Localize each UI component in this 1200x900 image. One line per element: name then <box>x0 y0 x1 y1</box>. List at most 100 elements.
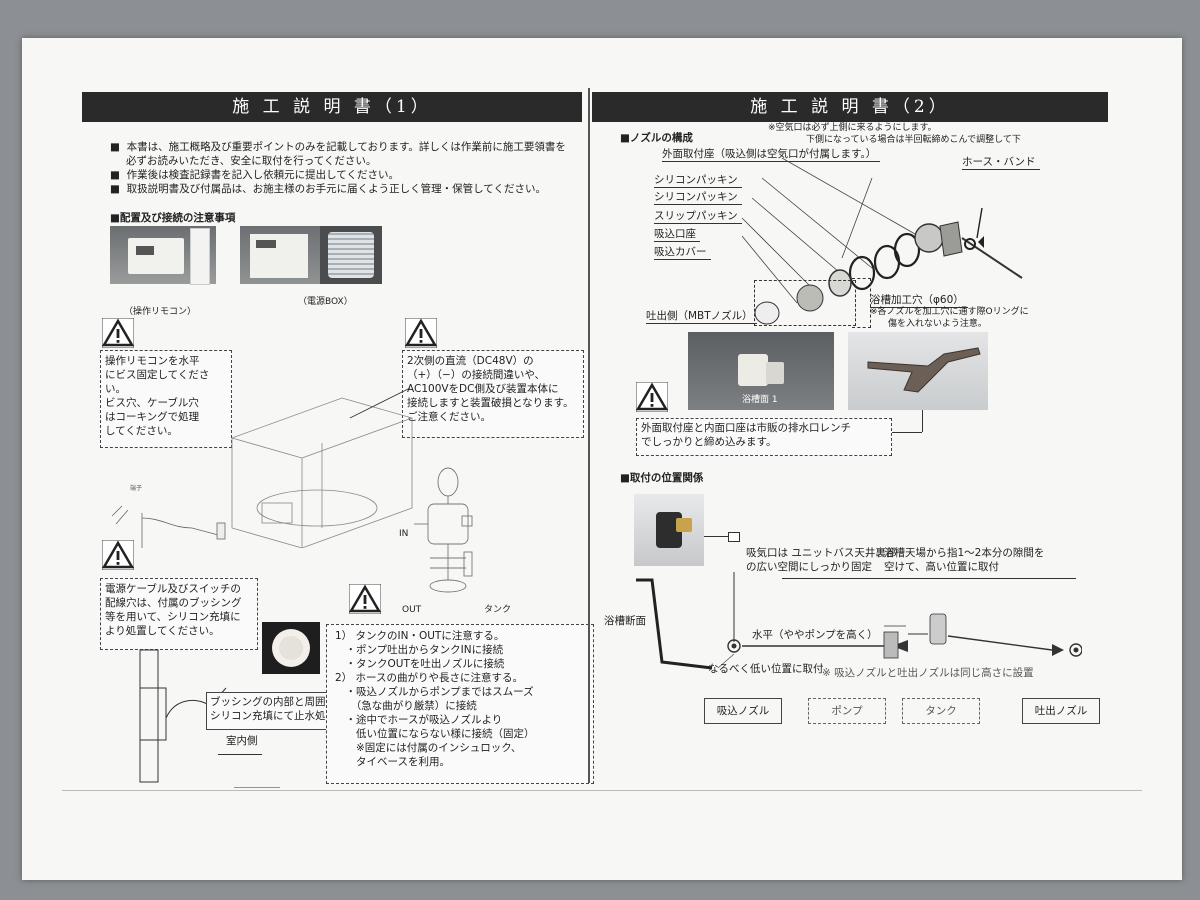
warning-cable-box: 電源ケーブル及びスイッチの 配線穴は、付属のブッシング 等を用いて、シリコン充填… <box>100 578 258 650</box>
low-position-label: なるべく低い位置に取付 <box>708 663 824 675</box>
nozzle-section-title: ■ノズルの構成 <box>620 132 693 144</box>
left-intro: ■ 本書は、施工概略及び重要ポイントのみを記載しております。詳しくは作業前に施工… <box>110 140 566 196</box>
warning-icon <box>349 584 381 614</box>
air-inlet-marker <box>728 532 740 542</box>
tank-in-label: IN <box>399 529 409 539</box>
note-line: ・ポンプ吐出からタンクINに接続 <box>335 644 504 656</box>
tub-hole-note-2: 傷を入れないよう注意。 <box>888 319 987 329</box>
wrench-note-line: 外面取付座と内面口座は市販の排水口レンチ <box>641 422 851 434</box>
warning-remote-box: 操作リモコンを水平 にビス固定してくださ い。 ビス穴、ケーブル穴 はコーキング… <box>100 350 232 448</box>
pump-button[interactable]: ポンプ <box>808 698 886 724</box>
outer-seat-label: 外面取付座（吸込側は空気口が付属します。） <box>662 146 881 162</box>
bushing-note-box: ブッシングの内部と周囲を シリコン充填にて止水処理 <box>206 692 336 730</box>
note-line: ・途中でホースが吸込ノズルより <box>335 714 503 726</box>
tub-top-line <box>782 578 1076 579</box>
leader-line <box>892 432 922 433</box>
bathroom-diagram: 端子 <box>111 387 413 548</box>
suction-nozzle-button[interactable]: 吸込ノズル <box>704 698 782 724</box>
leader-line <box>704 536 728 537</box>
tub-hole-note-1: ※各ノズルを加工穴に通す際Oリングに <box>870 307 1029 317</box>
document-sheet: 施 工 説 明 書（1） ■ 本書は、施工概略及び重要ポイントのみを記載しており… <box>22 38 1182 880</box>
silicone-packing-label-1: シリコンパッキン <box>654 172 742 188</box>
hole-dashed-marker <box>852 278 871 328</box>
tub-hole-label: 浴槽加工穴（φ60） <box>870 292 968 308</box>
nozzle-exploded-diagram <box>741 158 1023 325</box>
indoor-arrow <box>218 754 262 755</box>
intro-line-1: ■ 本書は、施工概略及び重要ポイントのみを記載しております。詳しくは作業前に施工… <box>110 141 566 153</box>
gap-note-2: 空けて、高い位置に取付 <box>884 561 999 573</box>
warning-remote-line: してください。 <box>105 425 178 437</box>
remote-label: （操作リモコン） <box>124 307 197 317</box>
powerbox-label: （電源BOX） <box>298 297 353 307</box>
silicone-packing-label-2: シリコンパッキン <box>654 189 742 205</box>
warning-remote-line: い。 <box>105 383 126 395</box>
nozzle-tub-photo: 浴槽面 1 <box>688 332 834 410</box>
outlet-side-label: 吐出側（MBTノズル） <box>646 308 757 324</box>
note-line: （急な曲がり厳禁）に接続 <box>335 700 477 712</box>
slip-packing-label: スリップパッキン <box>654 208 742 224</box>
note-line: ※固定には付属のインシュロック、 <box>335 742 522 754</box>
bushing-note-line: ブッシングの内部と周囲を <box>210 696 336 708</box>
same-height-note: ※ 吸込ノズルと吐出ノズルは同じ高さに設置 <box>822 667 1034 679</box>
warning-icon <box>636 382 668 412</box>
outlet-nozzle-dashed-box <box>754 280 856 326</box>
wrench-note-line: でしっかりと締め込みます。 <box>641 436 777 448</box>
indoor-label: 室内側 <box>226 735 258 747</box>
layout-section-title: ■配置及び接続の注意事項 <box>110 212 236 224</box>
svg-text:端子: 端子 <box>130 484 142 492</box>
remote-side-photo <box>190 228 210 285</box>
tank-diagram <box>414 467 473 593</box>
tank-out-label: OUT <box>402 605 422 615</box>
warning-cable-line: 等を用いて、シリコン充填に <box>105 611 241 623</box>
warning-icon <box>102 540 134 570</box>
photo-caption: 浴槽面 1 <box>742 395 778 405</box>
warning-dc-box: 2次側の直流（DC48V）の （+）（−）の接続間違いや、 AC100VをDC側… <box>402 350 584 438</box>
right-title-bar: 施 工 説 明 書（2） <box>592 92 1108 122</box>
warning-remote-line: ビス穴、ケーブル穴 <box>105 397 199 409</box>
suction-cover-label: 吸込カバー <box>654 244 711 260</box>
tank-button[interactable]: タンク <box>902 698 980 724</box>
bushing-note-line: シリコン充填にて止水処理 <box>210 710 336 722</box>
bushing-roll-photo <box>320 226 382 284</box>
warning-remote-line: にビス固定してくださ <box>105 369 210 381</box>
tank-label: タンク <box>484 605 512 615</box>
warning-cable-line: 配線穴は、付属のブッシング <box>105 597 242 609</box>
warning-dc-line: 接続しますと装置破損となります。 <box>407 397 574 409</box>
warning-remote-line: 操作リモコンを水平 <box>105 355 200 367</box>
warning-cable-line: より処置してください。 <box>105 625 220 637</box>
connection-notes-box: 1） タンクのIN・OUTに注意する。 ・ポンプ吐出からタンクINに接続 ・タン… <box>326 624 594 784</box>
warning-remote-line: はコーキングで処理 <box>105 411 200 423</box>
leader-line <box>922 410 923 432</box>
position-section-title: ■取付の位置関係 <box>620 472 704 484</box>
note-line: ・吸込ノズルからポンプまではスムーズ <box>335 686 534 698</box>
warning-dc-line: （+）（−）の接続間違いや、 <box>407 369 546 381</box>
warning-cable-line: 電源ケーブル及びスイッチの <box>105 583 241 595</box>
horizontal-label: 水平（ややポンプを高く） <box>752 629 878 641</box>
air-inlet-photo <box>634 494 704 566</box>
gap-note-1: 浴槽天場から指1～2本分の隙間を <box>884 547 1045 559</box>
tub-section-label: 浴槽断面 <box>604 615 646 627</box>
bushing-photo <box>262 622 320 674</box>
air-inlet-note-2: の広い空間にしっかり固定 <box>746 561 872 573</box>
note-line: ・タンクOUTを吐出ノズルに接続 <box>335 658 505 670</box>
powerbox-photo <box>240 226 320 284</box>
position-diagram <box>636 572 1082 670</box>
left-title-bar: 施 工 説 明 書（1） <box>82 92 582 122</box>
air-note-1: ※空気口は必ず上側に来るようにします。 <box>768 123 937 133</box>
intro-line-4: ■ 取扱説明書及び付属品は、お施主様のお手元に届くよう正しく管理・保管してくださ… <box>110 183 546 195</box>
intro-line-3: ■ 作業後は検査記録書を記入し依頼元に提出してください。 <box>110 169 399 181</box>
bottom-rule <box>62 790 1142 791</box>
warning-dc-line: 2次側の直流（DC48V）の <box>407 355 534 367</box>
wrench-photo <box>848 332 988 410</box>
warning-dc-line: ご注意ください。 <box>407 411 491 423</box>
warning-icon <box>405 318 437 348</box>
note-line: 2） ホースの曲がりや長さに注意する。 <box>335 672 523 684</box>
outlet-nozzle-button[interactable]: 吐出ノズル <box>1022 698 1100 724</box>
note-line: タイベースを利用。 <box>335 756 450 768</box>
warning-dc-line: AC100VをDC側及び装置本体に <box>407 383 559 395</box>
air-inlet-note-1: 吸気口は ユニットバス天井裏部 <box>746 547 897 559</box>
page-divider <box>588 88 590 783</box>
warning-icon <box>102 318 134 348</box>
suction-seat-label: 吸込口座 <box>654 226 700 242</box>
intro-line-2: 必ずお読みいただき、安全に取付を行ってください。 <box>126 155 377 167</box>
